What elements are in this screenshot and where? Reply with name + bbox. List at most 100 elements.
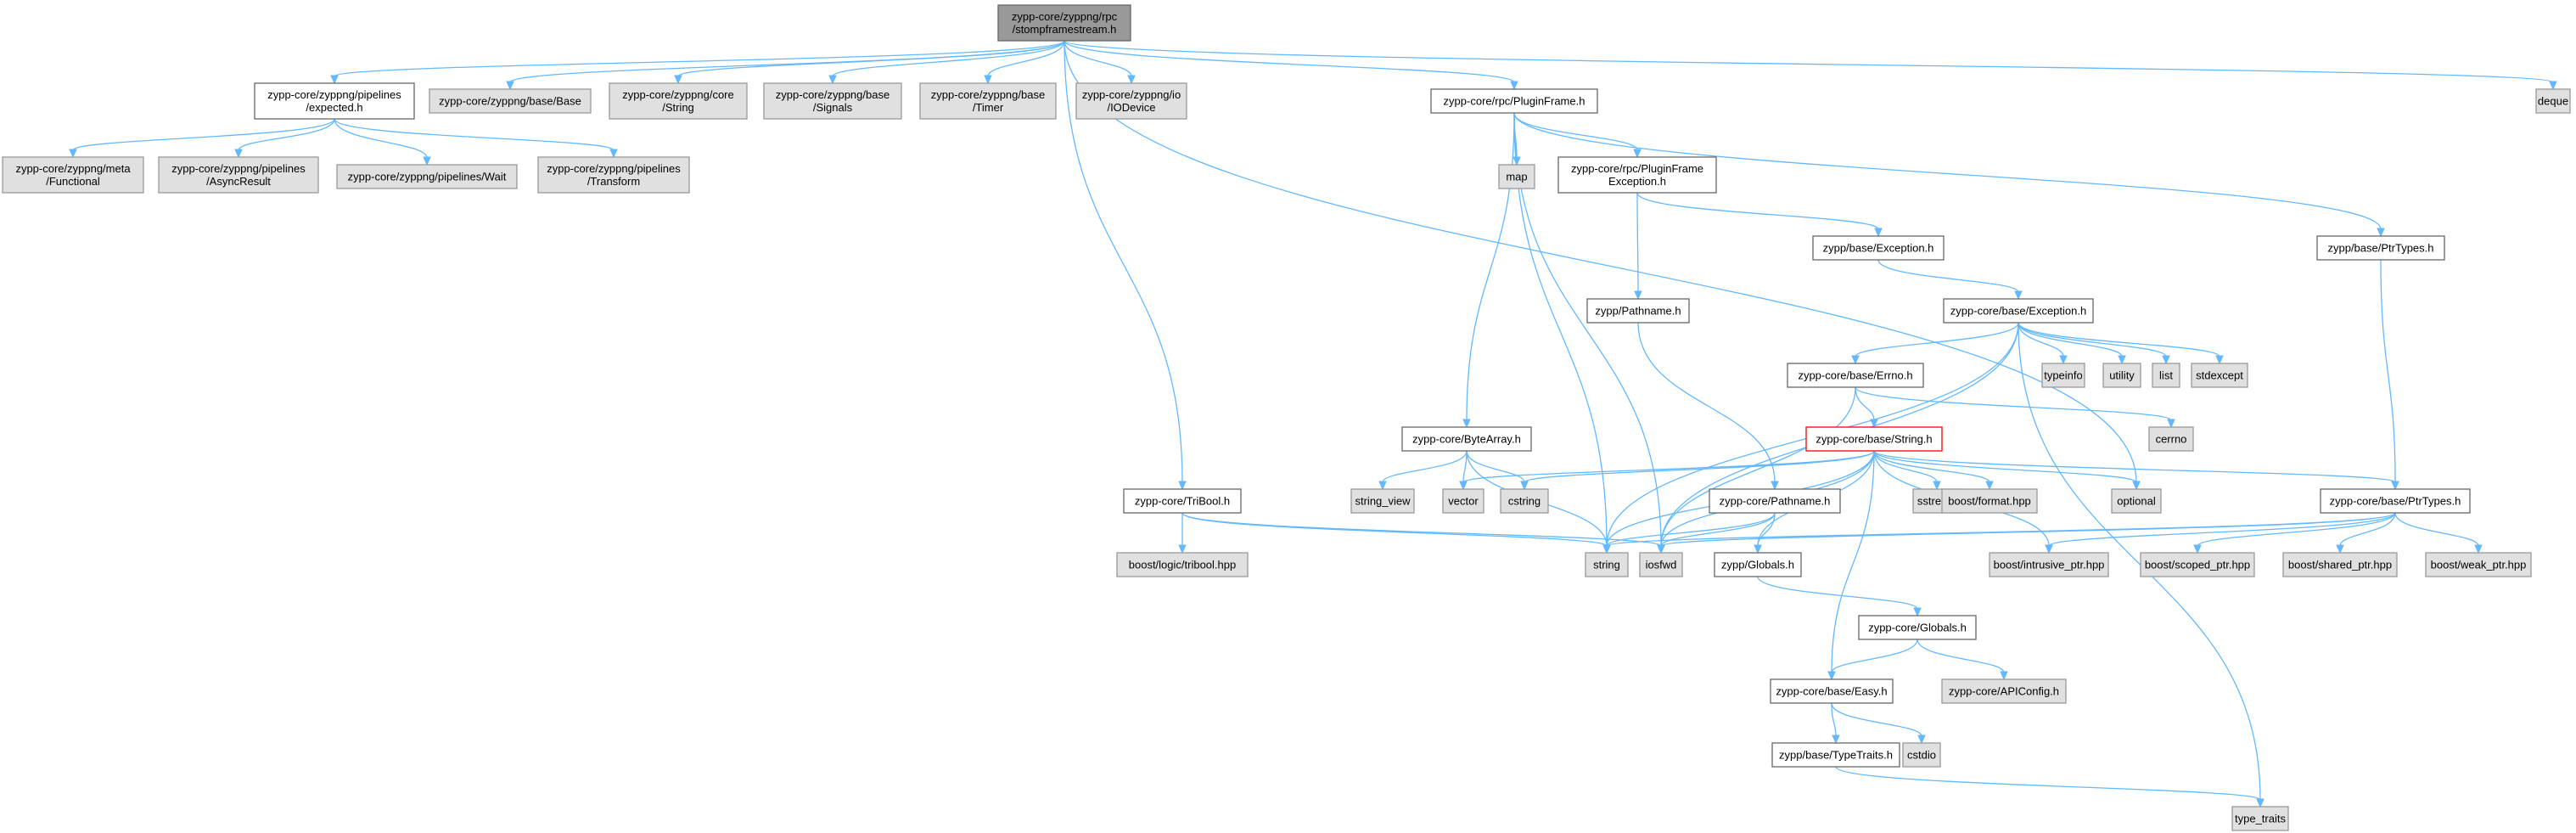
node-core_ptrtypes[interactable]: zypp-core/base/PtrTypes.h xyxy=(2320,488,2471,514)
node-deque: deque xyxy=(2535,88,2571,114)
node-label-base_signals-1: /Signals xyxy=(813,101,853,114)
node-label-boost_format-0: boost/format.hpp xyxy=(1948,495,2031,508)
node-label-base_timer-0: zypp-core/zyppng/base xyxy=(931,88,1045,101)
node-label-expected-0: zypp-core/zyppng/pipelines xyxy=(267,88,401,101)
arrowhead-zypp_exception-to-core_exception xyxy=(2014,290,2023,301)
node-label-list-0: list xyxy=(2159,369,2173,382)
edge-string_h-to-core_ptrtypes xyxy=(1873,450,2396,483)
node-box-core_string xyxy=(609,82,748,120)
edge-string_h-to-boost_format xyxy=(1873,450,1990,483)
node-box-stdexcept xyxy=(2191,363,2248,388)
node-box-cstring xyxy=(1500,488,1549,514)
node-utility: utility xyxy=(2102,363,2141,388)
node-box-vector xyxy=(1442,488,1484,514)
arrowhead-expected-to-wait xyxy=(423,156,431,166)
node-pluginframe[interactable]: zypp-core/rpc/PluginFrame.h xyxy=(1430,88,1598,114)
edge-core_pathname-to-string xyxy=(1606,512,1776,547)
node-box-string_view xyxy=(1350,488,1415,514)
edge-expected-to-transform xyxy=(334,118,615,151)
node-label-core_string-0: zypp-core/zyppng/core xyxy=(622,88,734,101)
node-label-base_base-0: zypp-core/zyppng/base/Base xyxy=(439,95,581,108)
node-box-base_signals xyxy=(763,82,902,120)
arrowhead-root-to-expected xyxy=(330,75,339,85)
edge-core_exception-to-utility xyxy=(2018,322,2123,357)
node-core_globals[interactable]: zypp-core/Globals.h xyxy=(1858,615,1977,640)
edge-string_h-to-vector xyxy=(1462,450,1875,483)
node-box-apiconfig xyxy=(1941,678,2067,704)
edge-tribool-to-string xyxy=(1181,512,1608,547)
edge-string_h-to-sstream xyxy=(1873,450,1938,483)
node-string: string xyxy=(1585,552,1629,577)
node-transform: zypp-core/zyppng/pipelines/Transform xyxy=(537,156,690,194)
edge-bytearray-to-string_view xyxy=(1382,450,1468,483)
node-box-deque xyxy=(2535,88,2571,114)
node-root[interactable]: zypp-core/zyppng/rpc/stompframestream.h xyxy=(997,4,1131,42)
node-tribool[interactable]: zypp-core/TriBool.h xyxy=(1123,488,1242,514)
node-core_string: zypp-core/zyppng/core/String xyxy=(609,82,748,120)
node-boost_tribool: boost/logic/tribool.hpp xyxy=(1116,552,1249,577)
arrowhead-core_globals-to-apiconfig xyxy=(2000,671,2008,681)
edge-root-to-base_timer xyxy=(987,40,1065,77)
node-optional: optional xyxy=(2111,488,2162,514)
node-label-boost_shared-0: boost/shared_ptr.hpp xyxy=(2288,559,2392,571)
arrowhead-string_h-to-optional xyxy=(2132,481,2141,491)
arrowhead-tribool-to-boost_tribool xyxy=(1178,544,1187,554)
arrowhead-expected-to-meta_functional xyxy=(69,149,77,159)
node-box-iosfwd xyxy=(1639,552,1683,577)
node-expected[interactable]: zypp-core/zyppng/pipelines/expected.h xyxy=(254,82,415,120)
edge-pluginframe-to-pfexception xyxy=(1513,112,1638,151)
edge-core_globals-to-apiconfig xyxy=(1917,639,2005,673)
node-box-core_globals xyxy=(1858,615,1977,640)
node-box-list xyxy=(2152,363,2180,388)
node-label-transform-1: /Transform xyxy=(587,175,640,188)
node-box-boost_scoped xyxy=(2140,552,2255,577)
node-zypp_exception[interactable]: zypp/base/Exception.h xyxy=(1812,235,1945,261)
node-zypp_ptrtypes[interactable]: zypp/base/PtrTypes.h xyxy=(2316,235,2445,261)
node-errno[interactable]: zypp-core/base/Errno.h xyxy=(1787,363,1924,388)
node-box-root xyxy=(997,4,1131,42)
node-label-pfexception-1: Exception.h xyxy=(1608,175,1666,188)
node-box-pfexception xyxy=(1557,156,1717,194)
node-box-meta_functional xyxy=(2,156,144,194)
node-label-io_iodevice-1: /IODevice xyxy=(1107,101,1155,114)
node-label-tribool-0: zypp-core/TriBool.h xyxy=(1135,495,1230,508)
node-label-transform-0: zypp-core/zyppng/pipelines xyxy=(547,162,681,175)
edge-bytearray-to-cstring xyxy=(1466,450,1525,483)
node-typetraits_h[interactable]: zypp/base/TypeTraits.h xyxy=(1771,742,1900,768)
node-box-optional xyxy=(2111,488,2162,514)
node-core_exception[interactable]: zypp-core/base/Exception.h xyxy=(1943,298,2094,324)
node-label-iosfwd-0: iosfwd xyxy=(1646,559,1677,571)
edge-core_exception-to-type_traits xyxy=(2018,322,2261,801)
node-label-boost_intrusive-0: boost/intrusive_ptr.hpp xyxy=(1994,559,2105,571)
node-apiconfig: zypp-core/APIConfig.h xyxy=(1941,678,2067,704)
edge-core_ptrtypes-to-iosfwd xyxy=(1660,512,2396,547)
node-zypp_pathname[interactable]: zypp/Pathname.h xyxy=(1586,298,1690,324)
node-box-easy xyxy=(1770,678,1894,704)
node-core_pathname[interactable]: zypp-core/Pathname.h xyxy=(1709,488,1841,514)
node-box-cstdio xyxy=(1902,742,1941,768)
node-bytearray[interactable]: zypp-core/ByteArray.h xyxy=(1401,426,1532,452)
edge-pfexception-to-zypp_exception xyxy=(1636,192,1879,230)
arrowhead-root-to-core_string xyxy=(674,75,682,85)
node-label-zypp_pathname-0: zypp/Pathname.h xyxy=(1595,305,1681,318)
edge-root-to-optional xyxy=(1064,40,2137,483)
node-box-io_iodevice xyxy=(1075,82,1187,120)
node-zypp_globals[interactable]: zypp/Globals.h xyxy=(1714,552,1802,577)
node-easy[interactable]: zypp-core/base/Easy.h xyxy=(1770,678,1894,704)
edge-root-to-deque xyxy=(1064,40,2554,83)
edge-errno-to-string_h xyxy=(1855,386,1875,421)
node-box-core_exception xyxy=(1943,298,2094,324)
node-label-boost_weak-0: boost/weak_ptr.hpp xyxy=(2431,559,2527,571)
node-meta_functional: zypp-core/zyppng/meta/Functional xyxy=(2,156,144,194)
node-label-meta_functional-0: zypp-core/zyppng/meta xyxy=(15,162,131,175)
arrowhead-expected-to-asyncresult xyxy=(234,149,243,159)
node-box-boost_weak xyxy=(2425,552,2532,577)
arrowhead-string_h-to-core_ptrtypes xyxy=(2391,481,2399,491)
node-string_h[interactable]: zypp-core/base/String.h xyxy=(1805,426,1943,452)
arrowhead-easy-to-typetraits_h xyxy=(1832,735,1840,745)
node-label-stdexcept-0: stdexcept xyxy=(2196,369,2243,382)
node-label-string_h-0: zypp-core/base/String.h xyxy=(1816,433,1932,446)
node-box-errno xyxy=(1787,363,1924,388)
node-vector: vector xyxy=(1442,488,1484,514)
